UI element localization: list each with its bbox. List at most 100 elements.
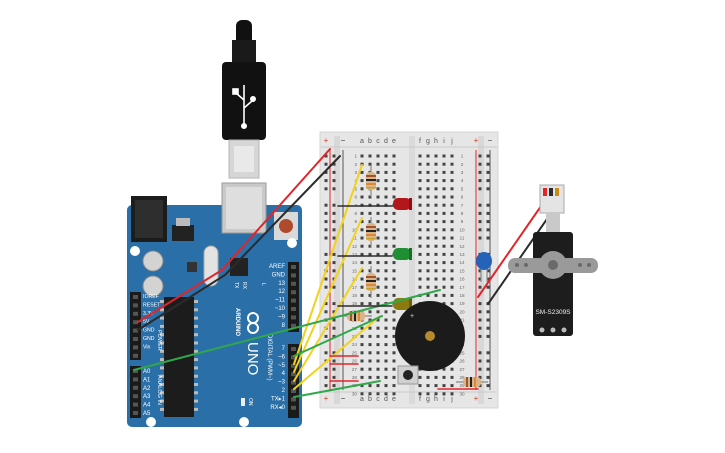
rail-minus-label: − xyxy=(341,136,346,145)
pushbutton xyxy=(397,365,419,385)
breadboard-column-label: g xyxy=(426,396,430,403)
rail-minus-label: − xyxy=(341,394,346,403)
breadboard-row-number: 14 xyxy=(352,260,358,265)
analog-pin-label: A5 xyxy=(143,411,151,417)
breadboard-row-number: 15 xyxy=(352,268,358,273)
resistor-2 xyxy=(366,217,376,248)
breadboard-column-label: a xyxy=(360,396,364,403)
breadboard-row-number: 20 xyxy=(459,309,465,314)
breadboard-column-label: h xyxy=(434,396,438,403)
power-header-label: POWER xyxy=(156,330,162,351)
breadboard-row-number: 19 xyxy=(459,301,465,306)
breadboard-row-number: 12 xyxy=(459,244,465,249)
breadboard-row-number: 24 xyxy=(352,342,358,347)
breadboard-row-number: 3 xyxy=(461,170,464,175)
breadboard-row-number: 15 xyxy=(459,268,465,273)
digital-pin-label: GND xyxy=(272,272,286,278)
analog-header-label: ANALOG IN xyxy=(156,375,162,405)
breadboard-row-number: 18 xyxy=(459,293,465,298)
digital-pin-label: RX◂0 xyxy=(270,405,285,411)
resistor-1 xyxy=(366,165,376,197)
power-pin-label: GND xyxy=(143,336,155,342)
board-logo: UNO xyxy=(244,342,261,375)
power-pin-label: 3.3V xyxy=(143,311,154,317)
rail-plus-label: + xyxy=(474,394,479,403)
breadboard-row-number: 1 xyxy=(354,154,357,159)
servo-motor: SM-S2309S xyxy=(508,184,598,336)
arduino-infinity-logo xyxy=(247,312,259,334)
breadboard-column-label: i xyxy=(443,138,445,145)
breadboard-row-number: 1 xyxy=(461,154,464,159)
piezo-buzzer: + xyxy=(395,301,465,371)
digital-pin-label: ~9 xyxy=(278,314,286,320)
power-pin-label: GND xyxy=(143,328,155,334)
atmega-chip xyxy=(164,297,194,417)
breadboard-row-number: 13 xyxy=(459,252,465,257)
digital-pin-label: 7 xyxy=(282,346,286,352)
breadboard-column-label: c xyxy=(376,396,380,403)
breadboard-column-label: b xyxy=(368,396,372,403)
breadboard-row-number: 5 xyxy=(354,186,357,191)
breadboard-row-number: 2 xyxy=(461,162,464,167)
breadboard-row-number: 8 xyxy=(354,211,357,216)
breadboard-row-number: 19 xyxy=(352,301,358,306)
analog-pin-label: A1 xyxy=(143,377,151,383)
breadboard-row-number: 5 xyxy=(461,186,464,191)
digital-pin-label: ~6 xyxy=(278,354,286,360)
breadboard-row-number: 30 xyxy=(459,391,465,396)
breadboard-column-label: d xyxy=(384,396,388,403)
board-brand: ARDUINO xyxy=(234,308,240,336)
digital-header-top xyxy=(288,262,299,332)
breadboard-column-label: d xyxy=(384,138,388,145)
digital-pin-label: TX▸1 xyxy=(271,396,286,402)
tx-led-label: TX xyxy=(233,282,239,289)
breadboard-column-label: b xyxy=(368,138,372,145)
breadboard-row-number: 30 xyxy=(352,391,358,396)
on-led-label: ON xyxy=(247,398,253,406)
breadboard-column-label: e xyxy=(392,138,396,145)
digital-pin-label: ~3 xyxy=(278,380,286,386)
rail-plus-label: + xyxy=(474,136,479,145)
breadboard-row-number: 27 xyxy=(352,367,358,372)
breadboard-row-number: 12 xyxy=(352,244,358,249)
breadboard-row-number: 6 xyxy=(354,195,357,200)
power-pin-label: RESET xyxy=(143,302,161,308)
breadboard-row-number: 25 xyxy=(459,350,465,355)
digital-pin-label: 8 xyxy=(282,323,286,329)
breadboard-row-number: 6 xyxy=(461,195,464,200)
rail-minus-label: − xyxy=(488,394,493,403)
breadboard-row-number: 13 xyxy=(352,252,358,257)
wires xyxy=(133,148,557,398)
resistor-3 xyxy=(366,266,376,298)
rail-minus-label: − xyxy=(488,136,493,145)
breadboard-row-number: 17 xyxy=(352,285,358,290)
svg-text:+: + xyxy=(410,313,414,320)
breadboard-column-label: a xyxy=(360,138,364,145)
power-pin-label: 5V xyxy=(143,319,150,325)
breadboard-row-number: 10 xyxy=(352,227,358,232)
digital-pin-label: ~10 xyxy=(275,306,286,312)
power-pin-label: Vin xyxy=(143,344,151,350)
breadboard-column-label: g xyxy=(426,138,430,145)
digital-pin-label: ~5 xyxy=(278,363,286,369)
breadboard-column-label: e xyxy=(392,396,396,403)
breadboard-row-number: 9 xyxy=(461,219,464,224)
usb-symbol-icon xyxy=(232,85,257,130)
breadboard-row-number: 9 xyxy=(354,219,357,224)
breadboard-column-label: i xyxy=(443,396,445,403)
digital-pin-label: 4 xyxy=(282,371,286,377)
breadboard-column-label: j xyxy=(450,138,453,145)
breadboard-row-number: 21 xyxy=(459,318,465,323)
analog-header xyxy=(130,366,141,418)
digital-pin-label: AREF xyxy=(269,264,285,270)
breadboard-column-label: f xyxy=(419,396,421,403)
analog-pin-label: A2 xyxy=(143,386,151,392)
breadboard-row-number: 28 xyxy=(459,375,465,380)
breadboard-row-number: 10 xyxy=(459,227,465,232)
digital-header-label: DIGITAL (PWM~) xyxy=(266,334,272,381)
breadboard-row-number: 26 xyxy=(352,359,358,364)
breadboard-row-number: 17 xyxy=(459,285,465,290)
reset-button[interactable] xyxy=(279,219,293,233)
